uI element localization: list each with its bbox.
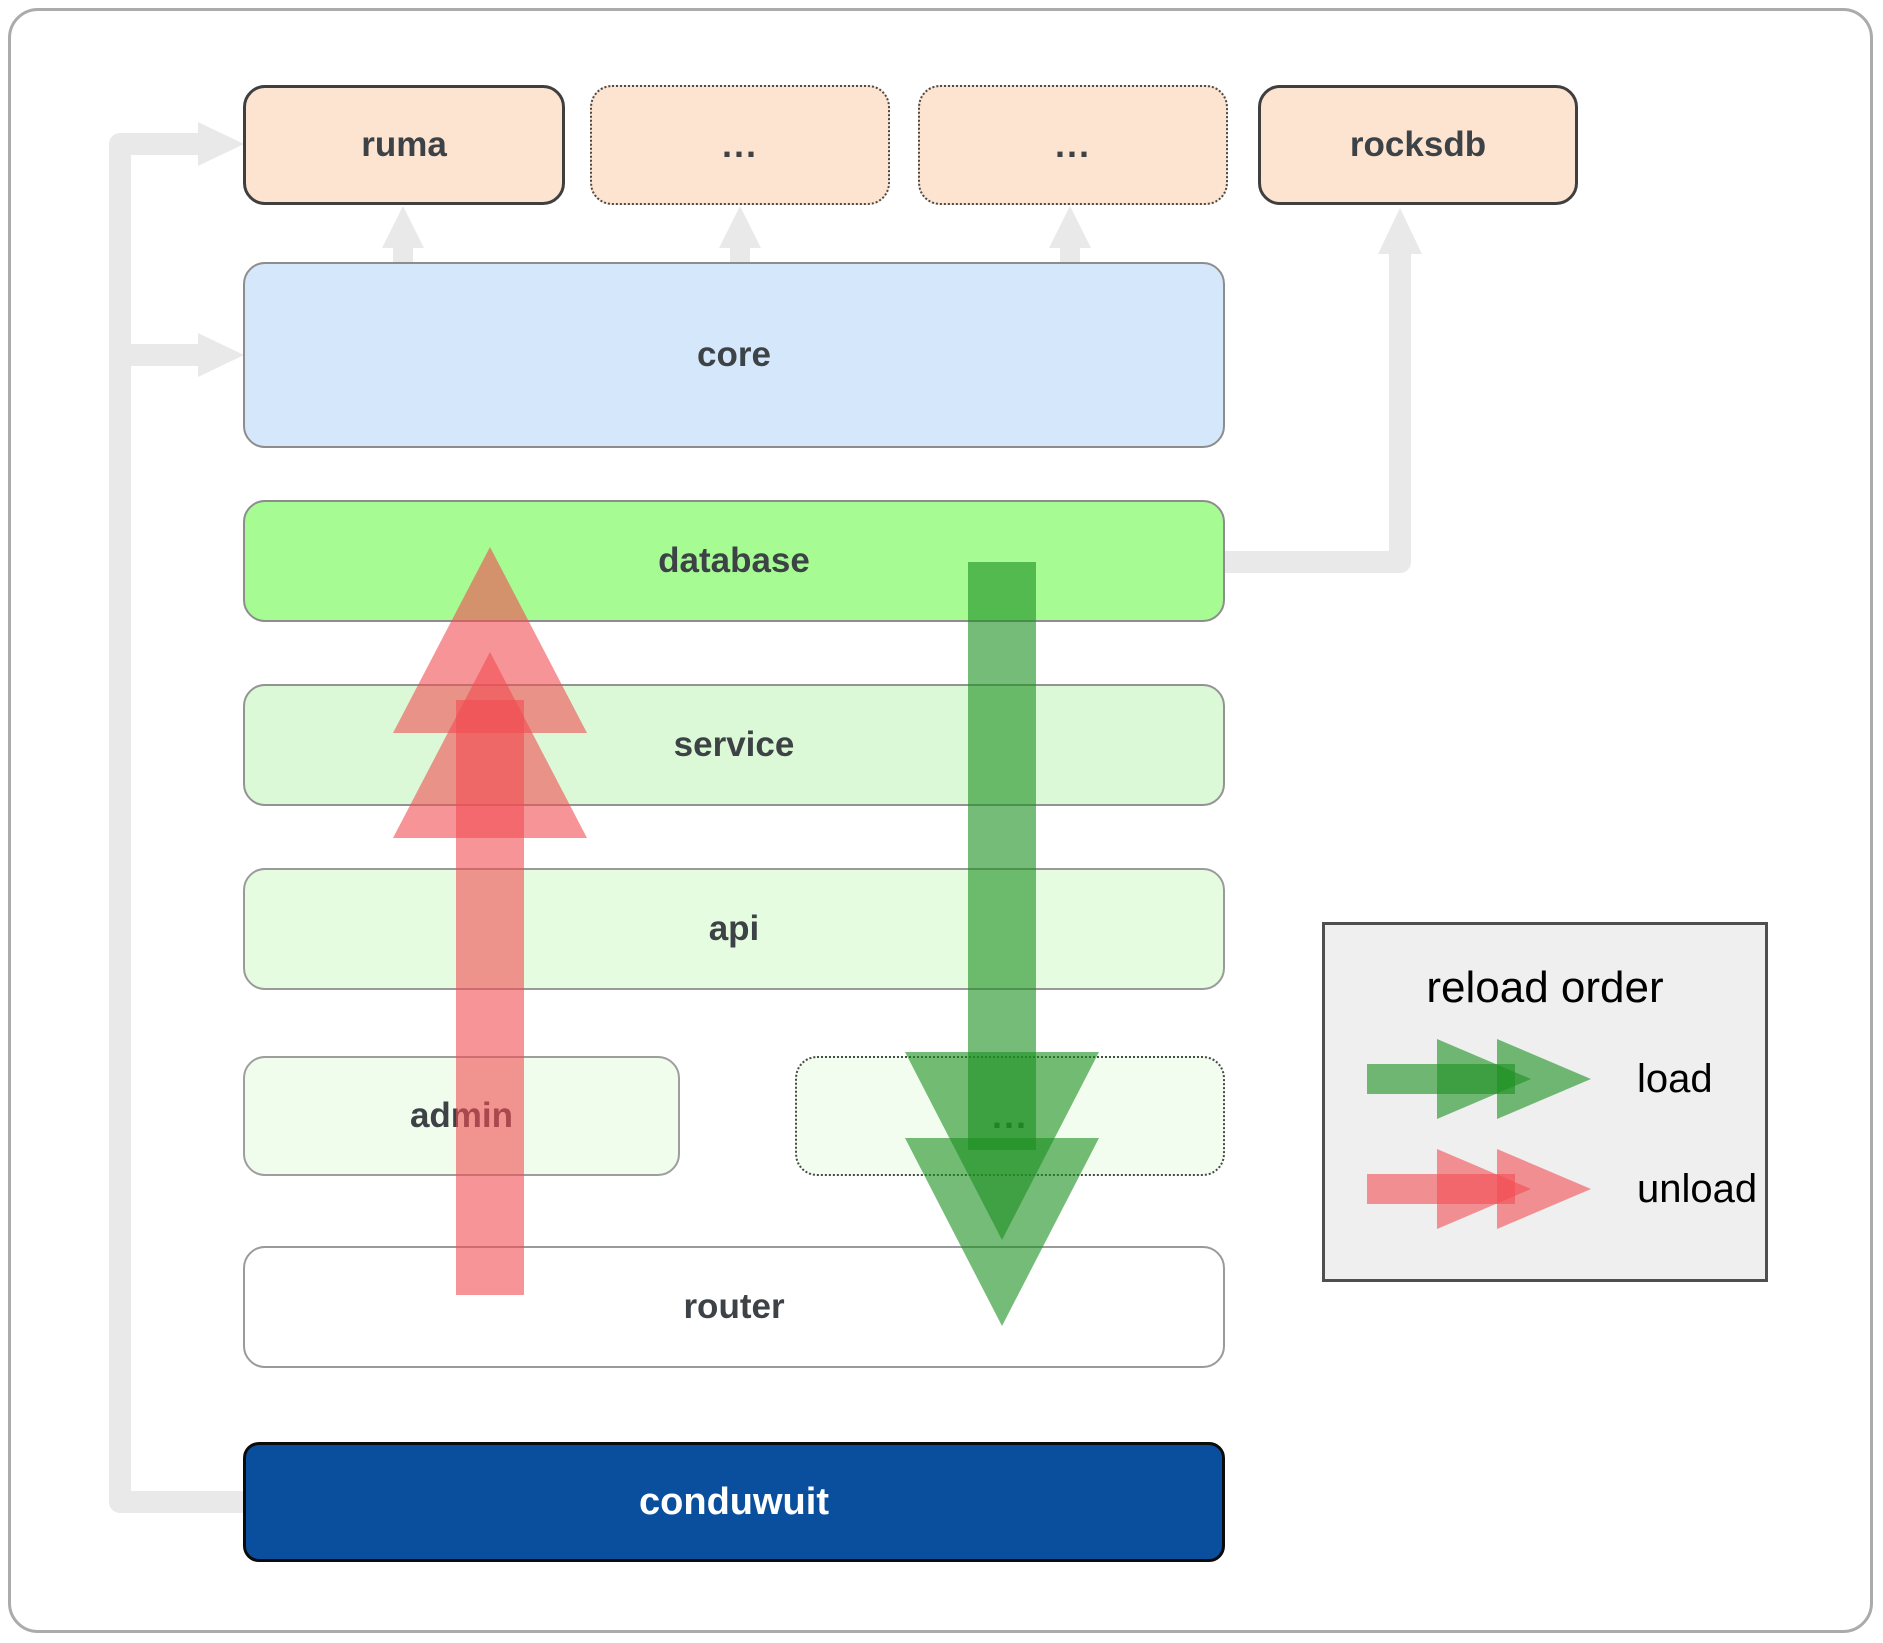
box-dots-admin: ... [795,1056,1225,1176]
box-api-label: api [708,909,760,948]
box-dots-top-1: ... [590,85,890,205]
legend-title: reload order [1426,963,1664,1012]
box-ruma: ruma [243,85,565,205]
legend-row-load: load [1365,1035,1765,1123]
box-api: api [243,868,1225,990]
legend-load-label: load [1637,1056,1713,1101]
box-rocksdb-label: rocksdb [1349,125,1487,164]
box-service: service [243,684,1225,806]
legend-reload-order: reload order load unload [1322,922,1768,1282]
box-dots-top-2-label: ... [1054,124,1091,165]
box-dots-top-2: ... [918,85,1228,205]
box-service-label: service [673,725,795,764]
legend-unload-label: unload [1637,1166,1758,1211]
box-ruma-label: ruma [361,125,447,164]
unload-arrow-icon [1367,1149,1591,1229]
legend-row-unload: unload [1365,1145,1765,1233]
box-conduwuit-label: conduwuit [639,1480,829,1523]
box-router: router [243,1246,1225,1368]
box-core: core [243,262,1225,448]
outer-frame [8,8,1873,1633]
box-database-label: database [658,541,810,580]
box-admin-label: admin [409,1096,514,1135]
box-admin: admin [243,1056,680,1176]
box-core-label: core [697,335,771,374]
box-database: database [243,500,1225,622]
box-dots-admin-label: ... [991,1095,1028,1136]
box-router-label: router [683,1287,785,1326]
box-conduwuit: conduwuit [243,1442,1225,1562]
box-rocksdb: rocksdb [1258,85,1578,205]
box-dots-top-1-label: ... [721,124,758,165]
load-arrow-icon [1367,1039,1591,1119]
